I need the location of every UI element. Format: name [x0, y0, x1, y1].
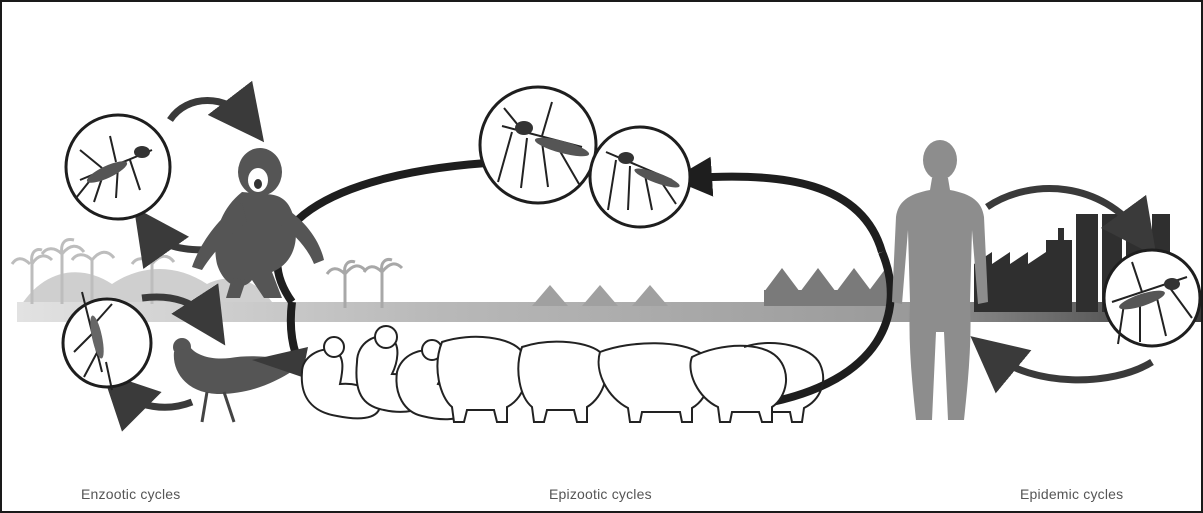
enzootic-cycles-label: Enzootic cycles	[81, 486, 180, 502]
mosquito-icon	[480, 87, 596, 203]
mosquito-icon	[590, 127, 690, 227]
human-icon	[892, 140, 988, 420]
pig-icon	[437, 337, 823, 422]
mosquito-icon	[1104, 250, 1200, 346]
mosquito-icon	[66, 115, 170, 219]
monkey-icon	[192, 148, 324, 298]
bird-icon	[173, 338, 308, 422]
epizootic-cycles-label: Epizootic cycles	[549, 486, 652, 502]
epidemic-cycles-label: Epidemic cycles	[1020, 486, 1123, 502]
palm-tree-icon	[327, 260, 402, 309]
town-roofs	[764, 268, 902, 306]
village-roofs	[532, 285, 668, 306]
